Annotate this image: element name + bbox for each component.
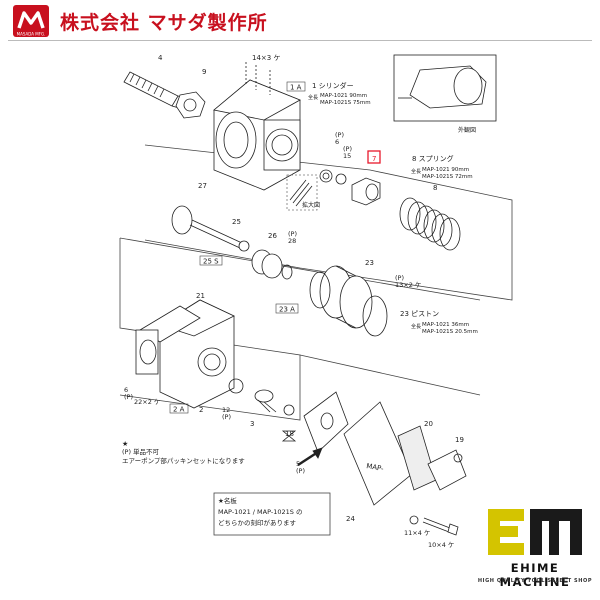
- label-13p: (P)13×2 ケ: [395, 274, 421, 289]
- label-11: 11×4 ケ: [404, 529, 430, 537]
- note-plate-models: MAP-1021 / MAP-1021S の: [218, 508, 302, 516]
- part-6-ring: [319, 169, 333, 183]
- label-28p: (P)28: [288, 230, 297, 245]
- label-20: 20: [424, 420, 433, 428]
- note-star: ★: [122, 440, 128, 448]
- label-21: 21: [196, 292, 205, 300]
- brand-mark: [488, 509, 582, 555]
- part-19-cover: [427, 449, 467, 491]
- label-26: 26: [268, 232, 277, 240]
- exterior-view-box: [393, 54, 497, 122]
- note-plate-engrave: どちらかの刻印があります: [218, 518, 297, 527]
- part-23-piston: [309, 265, 388, 337]
- note-single-unavailable: (P) 単品不可: [122, 447, 160, 456]
- note-packing-set: エアーポンプ部パッキンセットになります: [122, 456, 245, 465]
- label-piston-spec1: MAP-1021 36mm: [422, 322, 469, 328]
- label-piston-spec2: MAP-1021S 20.5mm: [422, 329, 478, 335]
- label-4: 4: [158, 54, 163, 62]
- brand-tagline: HIGH QUALITY TOOL SELECT SHOP: [477, 578, 593, 584]
- company-name: 株式会社 マサダ製作所: [60, 12, 268, 34]
- note-plate-title: ★名板: [218, 496, 237, 505]
- part-12-oring: [228, 378, 244, 394]
- label-exterior: 外観図: [458, 126, 476, 134]
- label-cylinder-note: 全長: [308, 94, 318, 101]
- label-7: 7: [372, 155, 376, 163]
- label-screw-22: 22×2 ケ: [134, 398, 160, 406]
- part-10-screw: [422, 517, 459, 536]
- zoom-detail: [289, 179, 313, 207]
- label-6b: 6(P): [124, 386, 133, 401]
- header-divider: [8, 40, 592, 41]
- label-spring-spec2: MAP-1021S 72mm: [422, 174, 473, 180]
- highlight-marker: [367, 150, 381, 164]
- note-plate-box: [213, 492, 331, 536]
- part-1-cylinder: [213, 62, 301, 191]
- brand-ehime-machine: EHIME MACHINE HIGH QUALITY TOOL SELECT S…: [476, 505, 594, 595]
- part-7-nut: [351, 177, 381, 206]
- label-19: 19: [455, 436, 464, 444]
- logo-caption: MASADA MFG.: [17, 32, 46, 37]
- label-tag-2A: 2 A: [173, 406, 185, 414]
- part-18-screw: [283, 404, 295, 416]
- header: MASADA MFG. 株式会社 マサダ製作所: [0, 0, 600, 40]
- label-tag-1A: 1 A: [290, 84, 302, 92]
- part-24-plate: MAP-: [343, 401, 413, 506]
- part-9-nut: [175, 91, 206, 119]
- label-tag-25S: 25 S: [203, 258, 219, 266]
- label-piston-note: 全長: [411, 323, 421, 330]
- label-cylinder: 1 シリンダー: [312, 81, 354, 90]
- label-cylinder-spec2: MAP-1021S 75mm: [320, 100, 371, 106]
- part-26-bushing: [251, 249, 283, 279]
- arrow-indicator: [297, 450, 319, 467]
- label-tag-23A: 23 A: [279, 306, 295, 314]
- label-spring-spec1: MAP-1021 90mm: [422, 167, 469, 173]
- label-cylinder-spec1: MAP-1021 90mm: [320, 93, 367, 99]
- label-12p: 12(P): [222, 406, 231, 421]
- part-8-spring: [399, 197, 461, 251]
- label-piston: 23 ピストン: [400, 310, 439, 318]
- label-3: 3: [250, 420, 254, 428]
- label-23: 23: [365, 259, 374, 267]
- part-11-washer: [409, 515, 419, 525]
- company-logo: MASADA MFG.: [13, 5, 49, 37]
- label-9: 9: [202, 68, 206, 76]
- part-3-valve: [254, 389, 277, 413]
- part-5-gasket: [303, 391, 349, 453]
- part-25-valve-stem: [171, 205, 250, 252]
- label-25: 25: [232, 218, 241, 226]
- label-15p: (P)15: [343, 145, 352, 160]
- label-spring: 8 スプリング: [412, 154, 454, 163]
- label-18: 18: [285, 430, 294, 438]
- label-5p: 5(P): [296, 460, 305, 475]
- label-24: 24: [346, 515, 355, 523]
- brand-name: EHIME MACHINE: [499, 561, 571, 589]
- label-27: 27: [198, 182, 207, 190]
- label-zoom: 拡大図: [302, 201, 320, 209]
- label-8: 8: [433, 184, 437, 192]
- label-spring-note: 全長: [411, 168, 421, 175]
- label-6p: (P)6: [335, 131, 344, 146]
- part-15-ring: [335, 173, 347, 185]
- svg-text:MAP-: MAP-: [366, 462, 385, 473]
- label-2: 2: [199, 406, 203, 414]
- part-28-oring: [281, 264, 293, 280]
- label-screw-14: 14×3 ケ: [252, 54, 280, 62]
- label-10: 10×4 ケ: [428, 541, 454, 549]
